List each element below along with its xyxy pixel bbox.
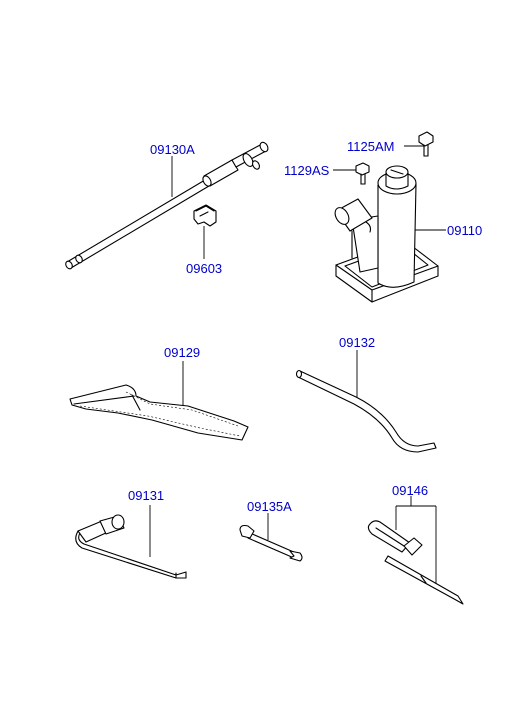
part-label-09131[interactable]: 09131 (128, 488, 164, 503)
part-label-09132[interactable]: 09132 (339, 335, 375, 350)
tool-bag-drawing (69, 384, 249, 441)
part-label-09135a[interactable]: 09135A (247, 499, 292, 514)
bolt-1125am-drawing (418, 131, 434, 157)
bottle-jack-drawing (334, 165, 439, 303)
wheel-nut-wrench-drawing (75, 514, 187, 579)
part-label-09603[interactable]: 09603 (186, 261, 222, 276)
bolt-1129as-drawing (355, 162, 370, 185)
handle-clip-drawing (193, 204, 217, 227)
spanner-drawing (239, 524, 303, 562)
part-labels: 09130A 09603 1125AM 1129AS 09110 09129 0… (128, 139, 482, 514)
leader-lines (149, 145, 446, 584)
part-label-09129[interactable]: 09129 (164, 345, 200, 360)
jack-handle-drawing (65, 141, 269, 270)
part-label-1125am[interactable]: 1125AM (347, 139, 394, 154)
part-label-09130a[interactable]: 09130A (150, 142, 195, 157)
screwdriver-drawing (367, 520, 464, 605)
tire-lever-drawing (295, 369, 437, 453)
part-label-1129as[interactable]: 1129AS (284, 163, 330, 178)
part-label-09110[interactable]: 09110 (447, 223, 482, 238)
part-label-09146[interactable]: 09146 (392, 483, 428, 498)
